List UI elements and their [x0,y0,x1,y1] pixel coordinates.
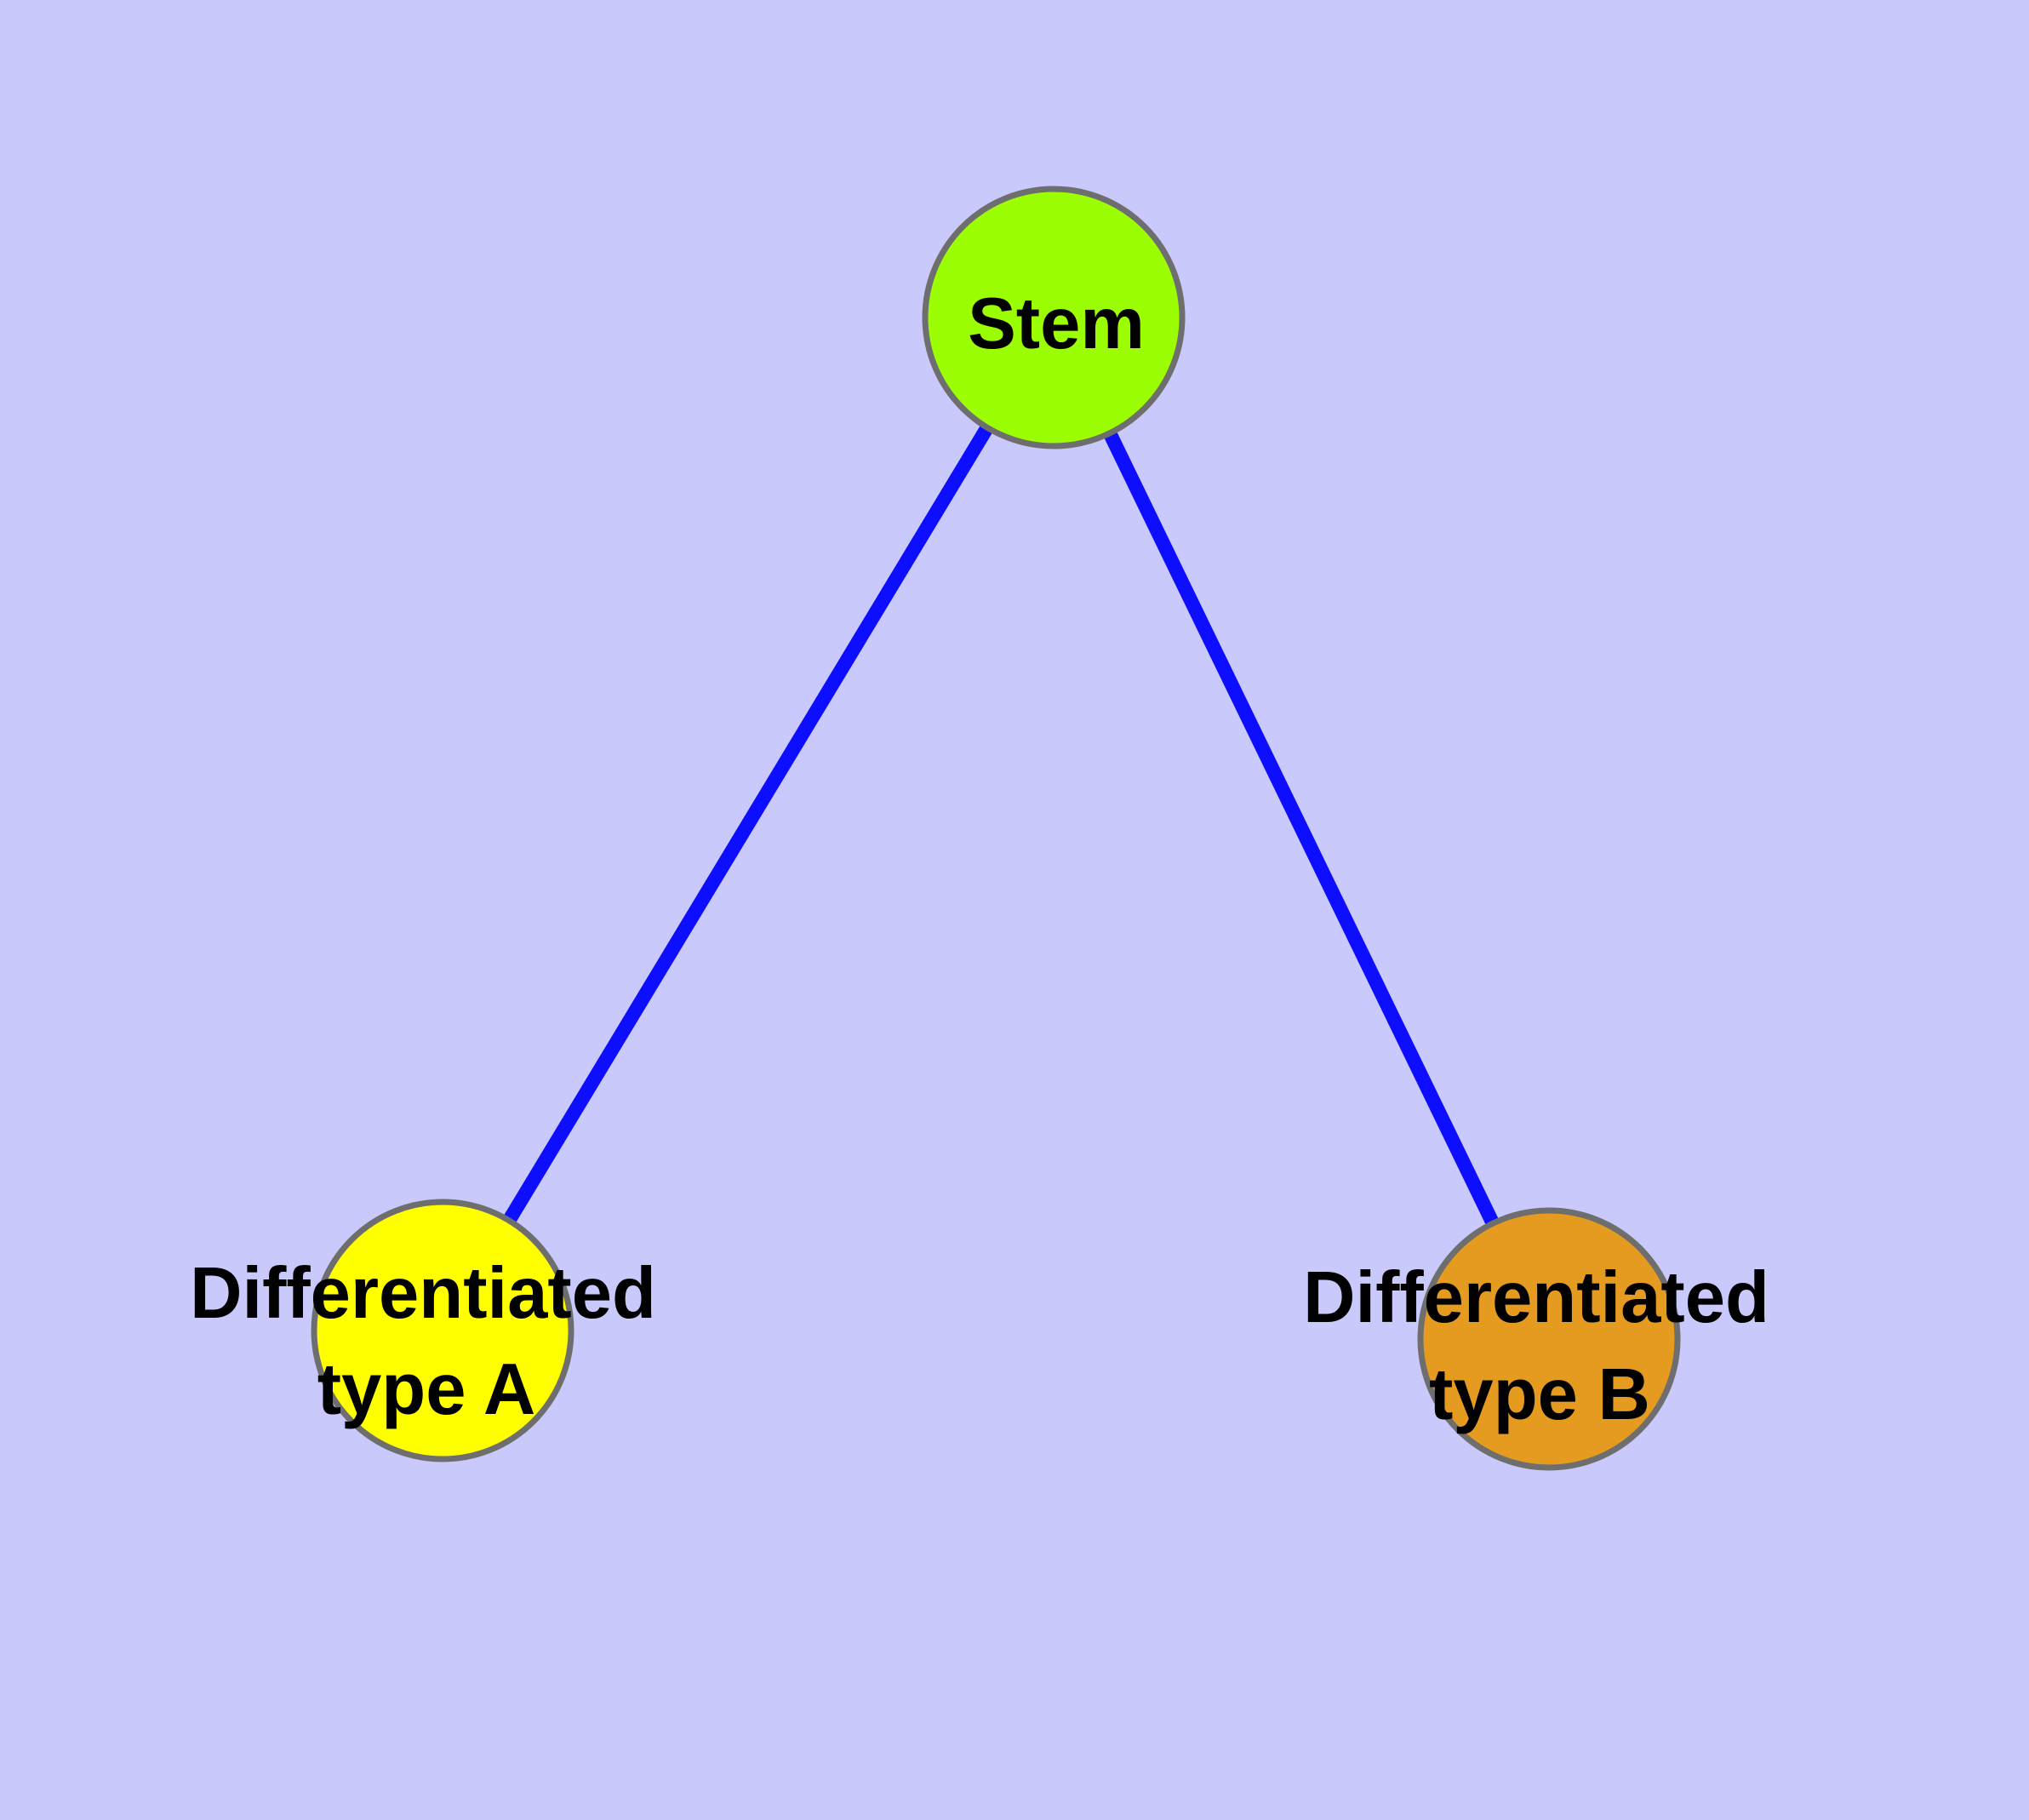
node-differentiated-type-a-label-line1: Differentiated [190,1253,656,1334]
edge-stem-to-type-b[interactable] [1047,314,1556,1342]
node-differentiated-type-b-label-line2: type B [1429,1354,1650,1435]
node-differentiated-type-a[interactable] [311,1199,574,1462]
node-stem[interactable] [922,186,1186,449]
edge-stem-to-type-a[interactable] [436,313,1060,1335]
node-differentiated-type-a-label-line2: type A [317,1349,536,1430]
node-stem-label: Stem [968,283,1145,364]
node-differentiated-type-b[interactable] [1417,1207,1681,1471]
node-differentiated-type-b-label-line1: Differentiated [1303,1257,1769,1338]
